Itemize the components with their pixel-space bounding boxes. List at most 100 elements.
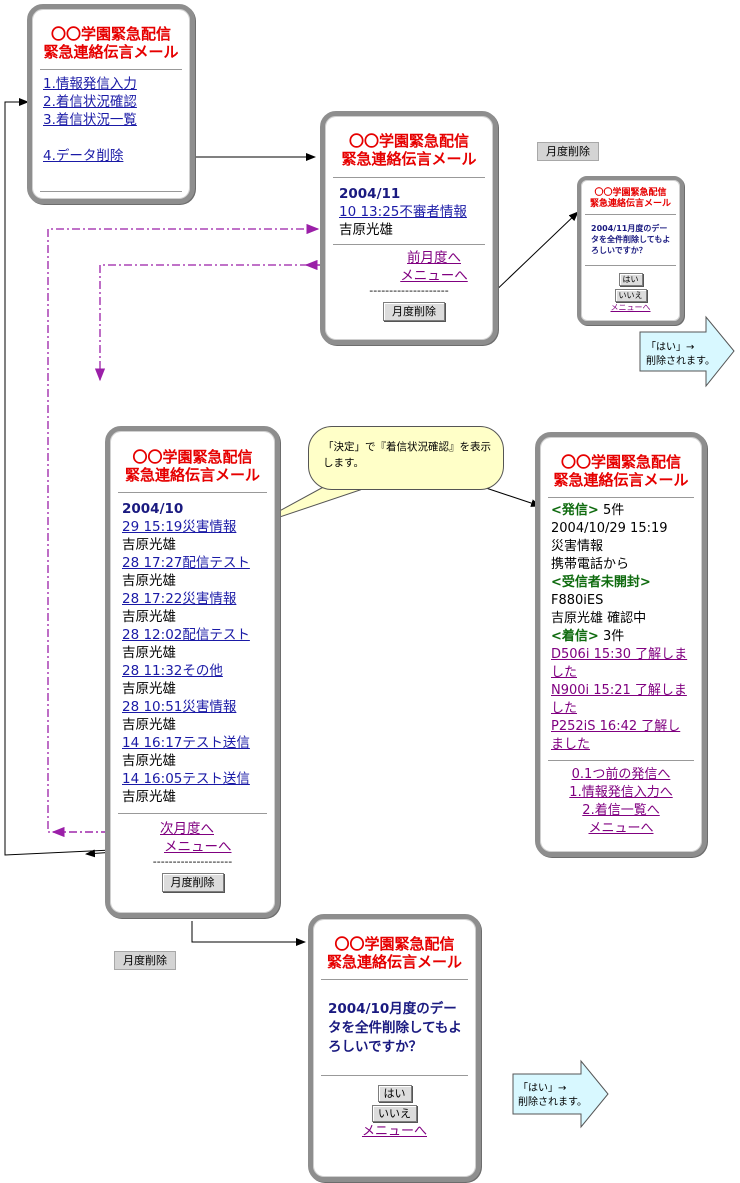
prev-month-link[interactable]: 前月度へ	[407, 250, 461, 266]
reply-link-cont[interactable]: した	[551, 665, 578, 680]
entry-sender: 吉原光雄	[339, 222, 393, 238]
divider	[40, 69, 182, 70]
entry-link[interactable]: 14 16:17テスト送信	[122, 735, 250, 751]
entry-link[interactable]: 10 13:25不審者情報	[339, 204, 467, 220]
sent-datetime: 2004/10/29 15:19	[551, 521, 668, 536]
reply-link[interactable]: N900i 15:21 了解しま	[551, 683, 687, 698]
reply-link-cont[interactable]: した	[551, 701, 578, 716]
screen-main-menu: 〇〇学園緊急配信 緊急連絡伝言メール 1.情報発信入力 2.着信状況確認 3.着…	[27, 4, 195, 204]
title-line-2: 緊急連絡伝言メール	[124, 466, 260, 484]
entry-link[interactable]: 28 12:02配信テスト	[122, 627, 250, 643]
divider	[118, 813, 267, 814]
month-heading: 2004/10	[122, 501, 184, 517]
screen-oct-list: 〇〇学園緊急配信 緊急連絡伝言メール 2004/10 29 15:19災害情報 …	[105, 426, 280, 918]
title-line-1: 〇〇学園緊急配信	[132, 448, 253, 466]
screen-nov-list: 〇〇学園緊急配信 緊急連絡伝言メール 2004/11 10 13:25不審者情報…	[320, 111, 498, 345]
entry-link[interactable]: 28 17:27配信テスト	[122, 555, 250, 571]
menu-link[interactable]: メニューへ	[400, 268, 468, 284]
dash-divider: --------------------	[369, 284, 449, 297]
sent-label: <発信>	[551, 503, 599, 518]
divider	[333, 244, 485, 245]
callout-text: 「決定」で『着信状況確認』を表示します。	[323, 441, 491, 469]
entry-sender: 吉原光雄	[122, 753, 176, 769]
received-label: <着信>	[551, 629, 599, 644]
divider-bottom	[40, 191, 182, 192]
confirm-message: 2004/10月度のデータを全件削除してもよろしいですか？	[328, 1001, 462, 1055]
entry-link[interactable]: 29 15:19災害情報	[122, 519, 237, 535]
title-line-2: 緊急連絡伝言メール	[589, 198, 671, 209]
title-line-2: 緊急連絡伝言メール	[341, 150, 477, 168]
no-button[interactable]: いいえ	[614, 288, 647, 302]
sent-count: 5件	[602, 503, 625, 518]
label-month-delete-top: 月度削除	[537, 142, 599, 161]
received-list-link[interactable]: 2.着信一覧へ	[582, 803, 660, 818]
entry-sender: 吉原光雄	[122, 717, 176, 733]
divider	[548, 497, 694, 498]
dash-divider: --------------------	[152, 855, 233, 868]
menu-link[interactable]: メニューへ	[164, 839, 232, 855]
entry-link[interactable]: 28 10:51災害情報	[122, 699, 237, 715]
entry-link[interactable]: 14 16:05テスト送信	[122, 771, 250, 787]
title-line-1: 〇〇学園緊急配信	[50, 25, 171, 43]
screen-detail: 〇〇学園緊急配信 緊急連絡伝言メール <発信> 5件 2004/10/29 15…	[535, 432, 707, 857]
arrow-oct-to-confirm	[191, 921, 306, 946]
menu-item-send[interactable]: 1.情報発信入力	[43, 76, 137, 92]
label-month-delete-bottom: 月度削除	[114, 951, 176, 970]
entry-sender: 吉原光雄	[122, 609, 176, 625]
confirm-message: 2004/11月度のデータを全件削除してもよろしいですか？	[591, 223, 671, 255]
entry-link[interactable]: 28 17:22災害情報	[122, 591, 237, 607]
sent-channel: 携帯電話から	[551, 557, 630, 572]
reply-link[interactable]: D506i 15:30 了解しま	[551, 647, 688, 662]
unopened-person: 吉原光雄 確認中	[551, 611, 647, 626]
divider	[585, 264, 676, 266]
title-line-2: 緊急連絡伝言メール	[43, 43, 179, 61]
arrow-note-1: 「はい」→ 削除されます。	[646, 342, 715, 367]
callout-bubble: 「決定」で『着信状況確認』を表示します。	[308, 426, 504, 490]
title-line-2: 緊急連絡伝言メール	[326, 953, 462, 971]
title-line-1: 〇〇学園緊急配信	[594, 188, 667, 198]
sent-subject: 災害情報	[551, 539, 604, 554]
month-heading: 2004/11	[339, 186, 401, 202]
yes-button[interactable]: はい	[377, 1085, 412, 1102]
menu-link[interactable]: メニューへ	[588, 821, 654, 836]
title-line-1: 〇〇学園緊急配信	[334, 935, 455, 953]
prev-send-link[interactable]: 0.1つ前の発信へ	[571, 767, 671, 782]
menu-item-list[interactable]: 3.着信状況一覧	[43, 112, 137, 128]
entry-sender: 吉原光雄	[122, 681, 176, 697]
menu-item-delete[interactable]: 4.データ削除	[43, 148, 124, 164]
menu-item-status[interactable]: 2.着信状況確認	[43, 94, 137, 110]
received-count: 3件	[602, 629, 625, 644]
title-line-1: 〇〇学園緊急配信	[560, 453, 681, 471]
reply-link-cont[interactable]: ました	[551, 737, 591, 752]
title-line-1: 〇〇学園緊急配信	[348, 132, 469, 150]
reply-link[interactable]: P252iS 16:42 了解し	[551, 719, 681, 734]
entry-sender: 吉原光雄	[122, 789, 176, 805]
screen-big-confirm: 〇〇学園緊急配信 緊急連絡伝言メール 2004/10月度のデータを全件削除しても…	[308, 914, 481, 1182]
unopened-label: <受信者未開封>	[551, 575, 651, 590]
arrow-note-2: 「はい」→ 削除されます。	[518, 1083, 587, 1108]
unopened-device: F880iES	[551, 593, 604, 608]
screen-small-confirm: 〇〇学園緊急配信 緊急連絡伝言メール 2004/11月度のデータを全件削除しても…	[577, 176, 684, 325]
no-button[interactable]: いいえ	[372, 1105, 417, 1122]
divider	[321, 1075, 468, 1076]
entry-sender: 吉原光雄	[122, 573, 176, 589]
entry-sender: 吉原光雄	[122, 537, 176, 553]
next-month-link[interactable]: 次月度へ	[160, 821, 214, 837]
divider	[585, 213, 676, 215]
send-input-link[interactable]: 1.情報発信入力へ	[569, 785, 673, 800]
entry-sender: 吉原光雄	[122, 645, 176, 661]
arrow-prev-month	[94, 264, 372, 382]
block-arrow-2	[512, 1059, 609, 1129]
yes-button[interactable]: はい	[618, 272, 643, 286]
menu-link[interactable]: メニューへ	[610, 302, 651, 312]
month-delete-button[interactable]: 月度削除	[161, 873, 224, 892]
entry-link[interactable]: 28 11:32その他	[122, 663, 223, 679]
divider	[548, 760, 694, 761]
divider	[321, 979, 468, 980]
divider	[333, 177, 485, 178]
title-line-2: 緊急連絡伝言メール	[553, 471, 689, 489]
block-arrow-1	[639, 315, 735, 388]
menu-link[interactable]: メニューへ	[361, 1124, 427, 1139]
month-delete-button[interactable]: 月度削除	[383, 302, 445, 321]
divider	[118, 492, 267, 493]
